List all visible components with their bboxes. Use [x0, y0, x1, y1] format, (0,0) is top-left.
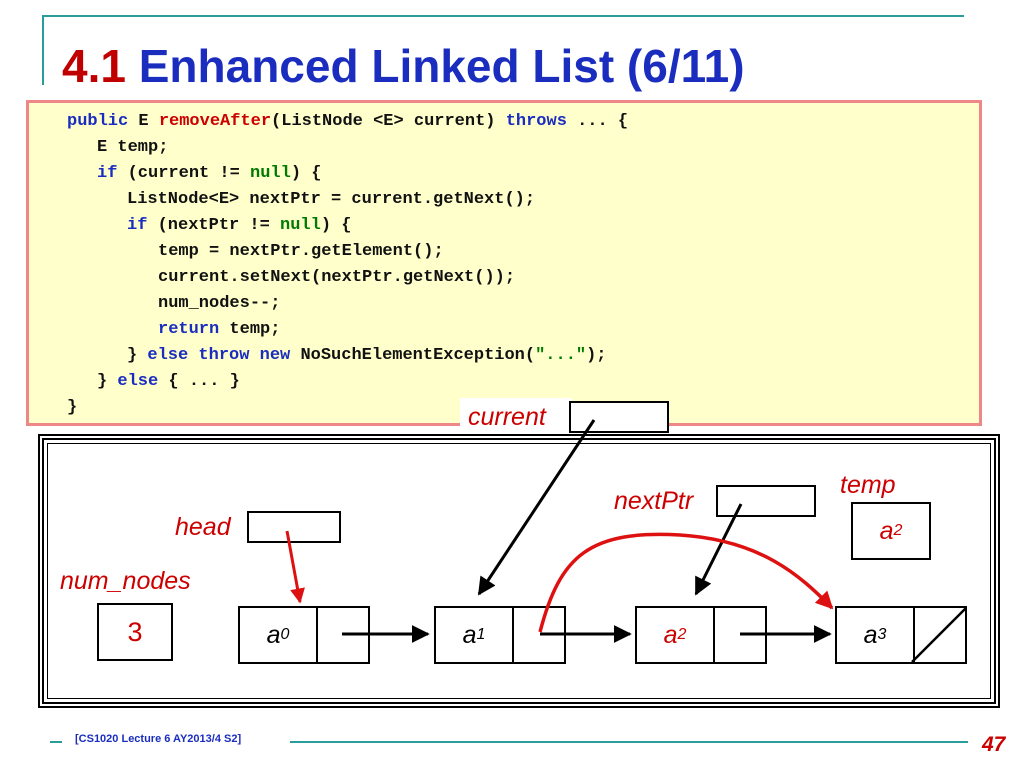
- slide-title-text: Enhanced Linked List (6/11): [138, 40, 745, 92]
- footer-rule: [290, 741, 968, 743]
- temp-label: temp: [840, 471, 896, 499]
- num-nodes-value: 3: [97, 603, 173, 661]
- head-label: head: [175, 513, 231, 541]
- code-block: public E removeAfter(ListNode <E> curren…: [26, 100, 982, 426]
- title-left-rule: [42, 15, 44, 85]
- nextptr-pointer-box: [716, 485, 816, 517]
- section-number: 4.1: [62, 40, 126, 92]
- footer-course-label: [CS1020 Lecture 6 AY2013/4 S2]: [75, 733, 242, 745]
- head-pointer-box: [247, 511, 341, 543]
- code-line-2: E temp;: [97, 138, 169, 157]
- current-label: current: [468, 403, 546, 431]
- code-line-12: }: [67, 398, 78, 417]
- code-line-11: } else { ... }: [97, 372, 240, 391]
- code-line-9: return temp;: [158, 320, 281, 339]
- slide-title: 4.1 Enhanced Linked List (6/11): [62, 38, 745, 94]
- code-line-8: num_nodes--;: [158, 294, 281, 313]
- page-number: 47: [982, 733, 1006, 756]
- code-line-6: temp = nextPtr.getElement();: [158, 242, 444, 261]
- code-line-1: public E removeAfter(ListNode <E> curren…: [67, 112, 629, 131]
- code-line-3: if (current != null) {: [97, 164, 322, 183]
- title-top-rule: [42, 15, 964, 17]
- nextptr-label: nextPtr: [614, 487, 694, 515]
- code-line-4: ListNode<E> nextPtr = current.getNext();: [127, 190, 536, 209]
- code-line-7: current.setNext(nextPtr.getNext());: [158, 268, 516, 287]
- footer-dash: [50, 741, 62, 743]
- code-line-5: if (nextPtr != null) {: [127, 216, 352, 235]
- code-line-10: } else throw new NoSuchElementException(…: [127, 346, 607, 365]
- num-nodes-label: num_nodes: [60, 567, 191, 595]
- current-pointer-box: [569, 401, 669, 433]
